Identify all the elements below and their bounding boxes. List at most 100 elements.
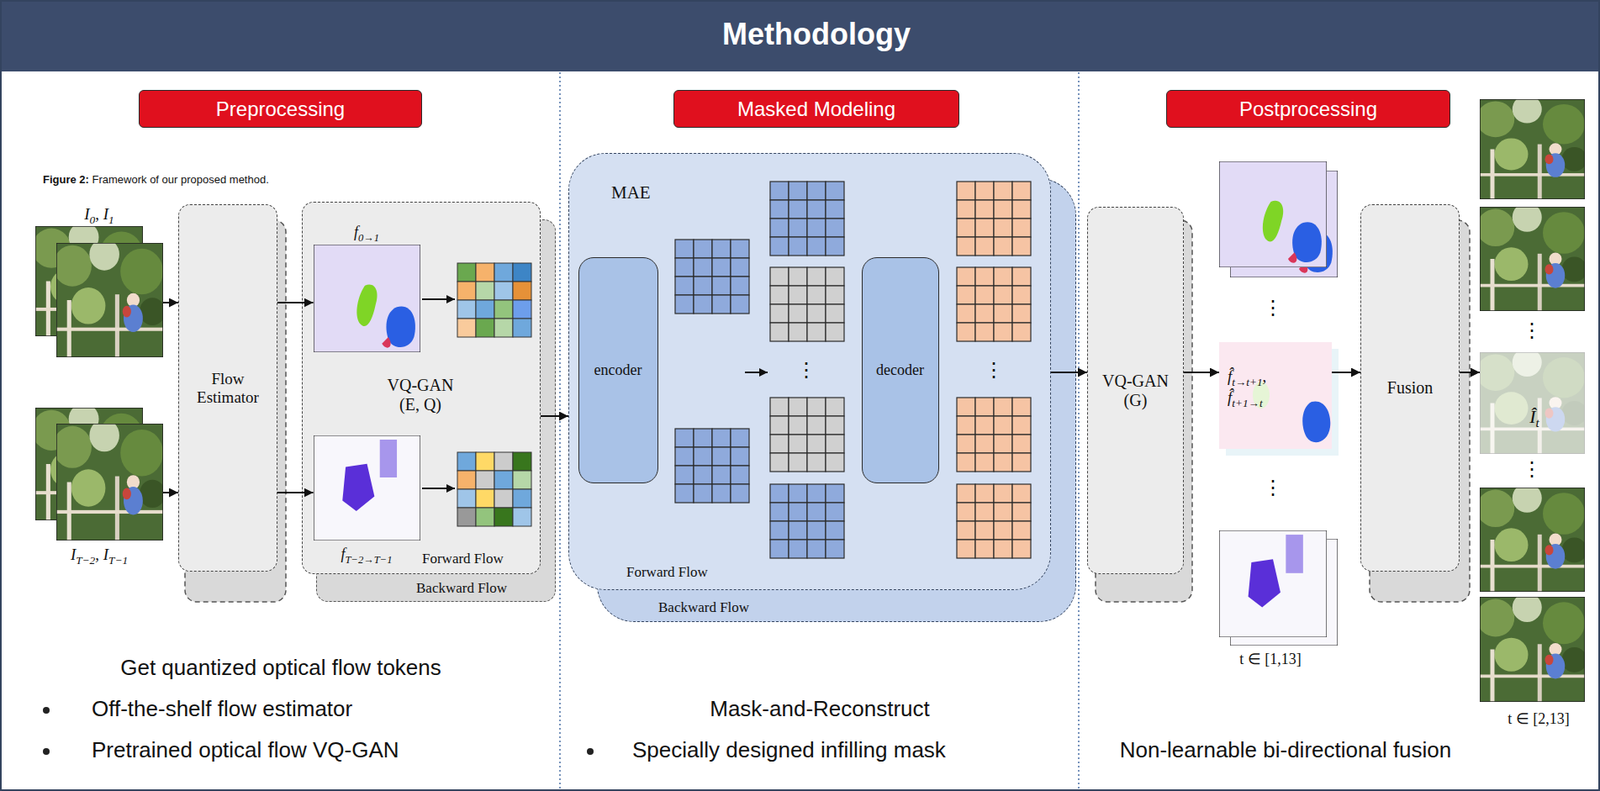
vqgan-backward-label: Backward Flow (416, 580, 507, 597)
output-frame (1476, 483, 1587, 592)
mae-token-grid (675, 239, 750, 314)
predicted-flow-image (1230, 170, 1338, 278)
ellipsis: ⋮ (1262, 475, 1284, 500)
token-grid (457, 263, 532, 338)
math-symbol: I (103, 545, 109, 564)
input-frames-label: I0, I1 (84, 205, 114, 223)
decoder-block-label: decoder (876, 361, 925, 380)
flow-field-label: f0→1 (353, 223, 380, 241)
input-frames-label-holder: IT−2, IT−1 (40, 545, 159, 567)
bullet-text: Specially designed infilling mask (632, 737, 946, 763)
vqgan-generator-label: VQ-GAN (G) (1095, 371, 1177, 411)
stage-summary: Mask-and-Reconstruct (709, 696, 930, 722)
flow-image (313, 244, 421, 353)
input-frames-label: IT−2, IT−1 (70, 545, 128, 564)
flow-arrow (277, 491, 314, 494)
token-grid (457, 452, 532, 527)
ellipsis-holder: ⋮ (1256, 296, 1290, 321)
output-frame (1476, 348, 1587, 455)
mae-token-grid (956, 484, 1031, 559)
math-subscript: 0→1 (358, 231, 380, 243)
flow-field: f0→1 (313, 223, 421, 353)
flow-arrow (277, 301, 314, 304)
mae-label: MAE (611, 182, 651, 203)
input-frames: I0, I1 (35, 205, 164, 358)
bullet-text-holder: Pretrained optical flow VQ-GAN (91, 738, 546, 764)
flow-arrow (540, 415, 569, 418)
vqgan-encoder-label-holder: Forward Flow (422, 550, 539, 568)
vqgan-backward-label-holder: Backward Flow (416, 580, 551, 597)
page-title: Methodology (722, 16, 911, 52)
predicted-flow-image (1302, 401, 1331, 443)
ellipsis: ⋮ (1521, 457, 1542, 481)
mae-token-grid (770, 397, 845, 472)
page-title-holder: Methodology (33, 16, 1600, 52)
ellipsis-holder: ⋮ (976, 359, 1011, 383)
input-frames: IT−2, IT−1 (35, 407, 164, 568)
flow-prediction-label-holder: f̂t→t+1, f̂t+1→t (1227, 367, 1295, 410)
mae-backward-label: Backward Flow (658, 599, 750, 616)
math-subscript: T−2→T−1 (344, 553, 392, 566)
token-grid (512, 489, 532, 508)
token-grid (512, 263, 532, 282)
encoder-block: encoder (578, 257, 659, 484)
input-frames-label-holder: I0, I1 (48, 205, 150, 227)
token-grid (512, 281, 532, 301)
mae-token-grid (770, 267, 845, 342)
math-symbol: I (84, 205, 90, 223)
token-grid (457, 507, 476, 527)
token-grid (457, 281, 476, 301)
token-grid (457, 318, 476, 338)
token-grid (512, 318, 532, 338)
flow-field: fT−2→T−1 (313, 435, 421, 571)
vqgan-encoder: VQ-GAN (E, Q)Forward Flowf0→1fT−2→T−1 (301, 201, 541, 575)
flow-arrow (744, 371, 768, 374)
ellipsis-holder: ⋮ (1256, 476, 1290, 501)
token-grid (512, 452, 532, 471)
token-grid (494, 470, 513, 490)
flow-arrow (1183, 371, 1220, 374)
math-symbol: f (340, 545, 345, 563)
mae-token-grid (770, 181, 845, 256)
ellipsis: ⋮ (983, 358, 1004, 382)
stage-header-label: Postprocessing (1239, 97, 1378, 122)
flow-arrow (422, 298, 455, 301)
video-frame (31, 403, 145, 521)
token-grid (475, 318, 495, 338)
caption-lead: Figure 2: (42, 173, 90, 186)
mae-label: Forward Flow (626, 564, 708, 581)
stage-header: Preprocessing (138, 89, 423, 128)
mae-token-grid (956, 267, 1031, 342)
token-grid (494, 281, 513, 301)
ellipsis: ⋮ (796, 358, 817, 382)
token-grid (457, 489, 476, 508)
token-grid (457, 470, 476, 490)
video-frame (31, 221, 145, 337)
vqgan-encoder-label: Forward Flow (422, 550, 504, 567)
stage-summary: Get quantized optical flow tokens (120, 654, 442, 681)
bullet-dot (586, 748, 594, 756)
output-frame (1479, 352, 1585, 455)
time-range: t ∈ [1,13] (1239, 650, 1302, 668)
output-frame (1476, 202, 1587, 312)
fusion-block: Fusion (1360, 204, 1460, 572)
stage-summary-holder: Non-learnable bi-directional fusion (1092, 738, 1479, 764)
stage-summary-holder: Get quantized optical flow tokens (28, 655, 534, 682)
time-range: t ∈ [2,13] (1507, 710, 1570, 728)
decoder-block: decoder (861, 257, 940, 484)
video-frame (52, 238, 165, 358)
predicted-flow-image (1219, 161, 1327, 268)
token-grid (494, 452, 513, 471)
stage-header: Postprocessing (1166, 89, 1451, 128)
token-grid (475, 263, 495, 282)
predicted-flow-image (1225, 348, 1339, 456)
math-subscript: t+1→t (1231, 396, 1263, 410)
ellipsis-holder: ⋮ (789, 359, 824, 383)
ellipsis: ⋮ (1521, 318, 1542, 343)
mae-token-grid (956, 397, 1031, 472)
math-subscript: 1 (108, 213, 115, 227)
math-symbol: Î (1529, 406, 1536, 428)
figure-caption: Figure 2: Framework of our proposed meth… (42, 173, 270, 186)
